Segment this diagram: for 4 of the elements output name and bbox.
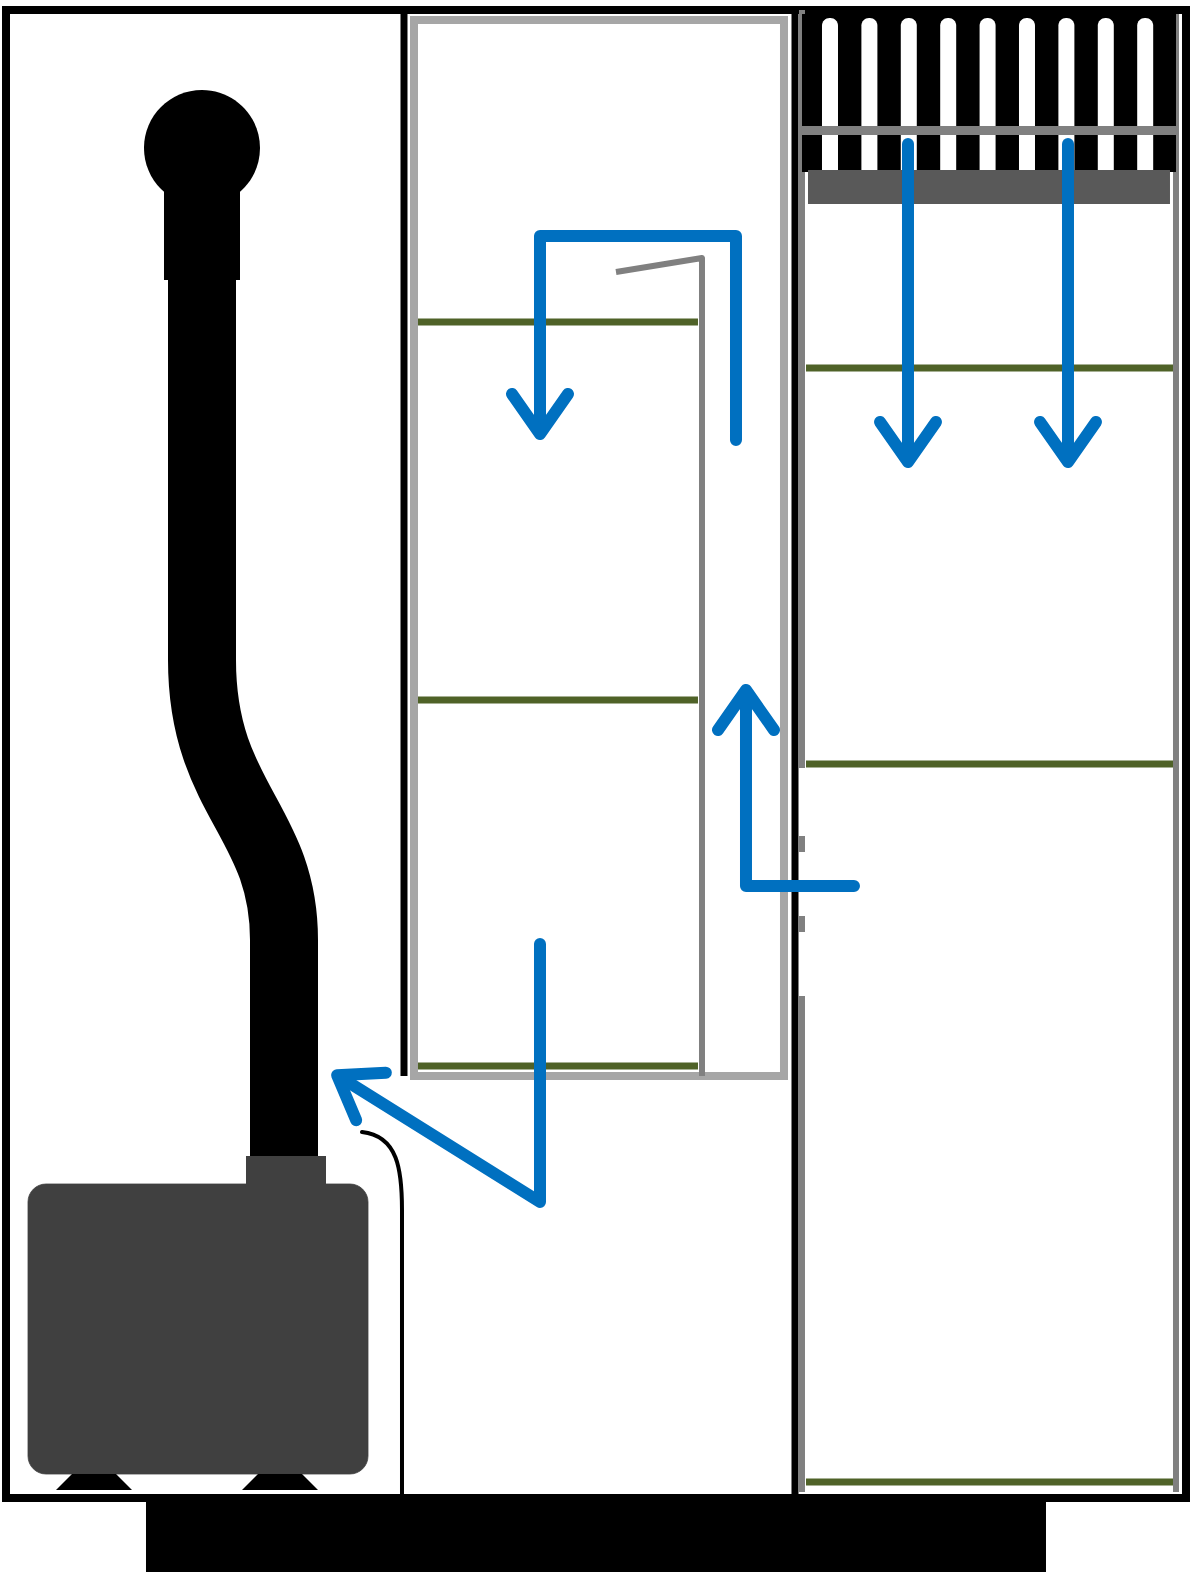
tank-outline	[2, 6, 1190, 1502]
pump	[27, 1156, 369, 1490]
stand	[146, 1498, 1046, 1572]
media-box	[410, 16, 788, 1080]
